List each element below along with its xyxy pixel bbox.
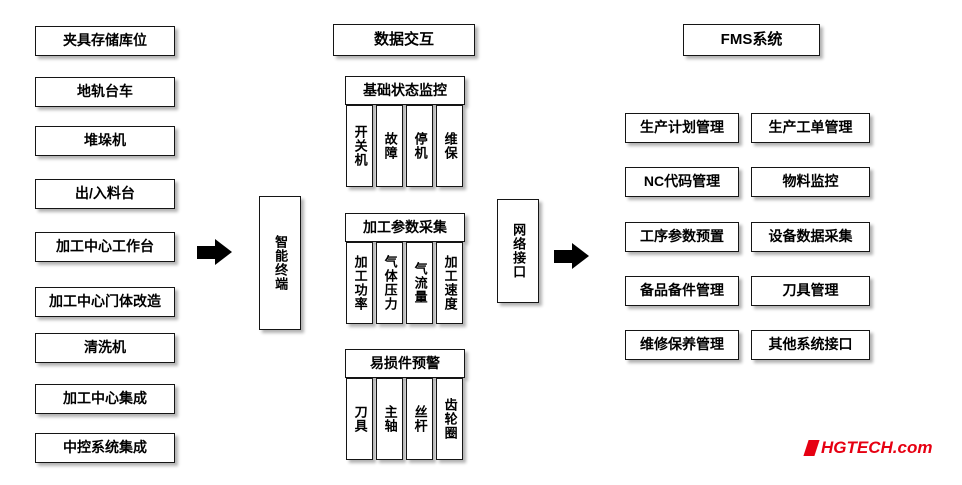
node-spindle: 主轴 (376, 378, 403, 460)
node-other-system-interface: 其他系统接口 (751, 330, 870, 360)
node-device-data-collect: 设备数据采集 (751, 222, 870, 252)
group-header-status-monitoring: 基础状态监控 (345, 76, 465, 105)
node-material-monitoring: 物料监控 (751, 167, 870, 197)
arrow-head (572, 243, 589, 269)
node-fixture-storage: 夹具存储库位 (35, 26, 175, 56)
node-mc-door-retrofit: 加工中心门体改造 (35, 287, 175, 317)
node-gear-ring: 齿轮圈 (436, 378, 463, 460)
node-power-onoff: 开关机 (346, 105, 373, 187)
node-rail-cart: 地轨台车 (35, 77, 175, 107)
title-data-interaction: 数据交互 (333, 24, 475, 56)
node-downtime: 停机 (406, 105, 433, 187)
node-lead-screw: 丝杆 (406, 378, 433, 460)
arrow-head (215, 239, 232, 265)
arrow-shaft (554, 249, 572, 263)
node-tool-mgmt: 刀具管理 (751, 276, 870, 306)
title-fms-system: FMS系统 (683, 24, 820, 56)
watermark-brand: HGTECH (821, 438, 893, 457)
node-maintenance-mgmt: 维修保养管理 (625, 330, 739, 360)
node-io-table: 出/入料台 (35, 179, 175, 209)
node-stacker: 堆垛机 (35, 126, 175, 156)
watermark-suffix: .com (892, 438, 933, 457)
node-machining-power: 加工功率 (346, 242, 373, 324)
hgtech-logo-icon (803, 440, 820, 456)
hgtech-watermark: HGTECH.com (803, 438, 933, 458)
node-cutting-tool: 刀具 (346, 378, 373, 460)
node-network-interface: 网络接口 (497, 199, 539, 303)
node-process-param-preset: 工序参数预置 (625, 222, 739, 252)
node-intelligent-terminal: 智能终端 (259, 196, 301, 330)
arrow-shaft (197, 245, 215, 259)
node-gas-flow: 气流量 (406, 242, 433, 324)
node-mc-integration: 加工中心集成 (35, 384, 175, 414)
group-header-param-collection: 加工参数采集 (345, 213, 465, 242)
node-mc-worktable: 加工中心工作台 (35, 232, 175, 262)
node-maintenance: 维保 (436, 105, 463, 187)
node-machining-speed: 加工速度 (436, 242, 463, 324)
group-header-wear-warning: 易损件预警 (345, 349, 465, 378)
node-fault: 故障 (376, 105, 403, 187)
node-gas-pressure: 气体压力 (376, 242, 403, 324)
node-production-plan-mgmt: 生产计划管理 (625, 113, 739, 143)
node-spare-parts-mgmt: 备品备件管理 (625, 276, 739, 306)
node-central-control-integration: 中控系统集成 (35, 433, 175, 463)
flow-arrow-icon (197, 239, 232, 265)
node-washer: 清洗机 (35, 333, 175, 363)
node-work-order-mgmt: 生产工单管理 (751, 113, 870, 143)
flow-arrow-icon (554, 243, 589, 269)
node-nc-code-mgmt: NC代码管理 (625, 167, 739, 197)
